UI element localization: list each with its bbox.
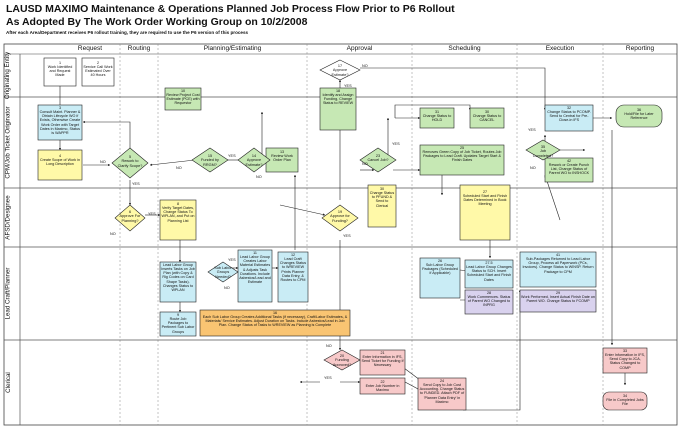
diagram-frame [3, 43, 678, 426]
label-yes: YES [392, 142, 400, 146]
phase-execution: Execution [545, 45, 575, 52]
phase-scheduling: Scheduling [448, 45, 481, 52]
node-11: 11 Lead Labor Group Creates Labor Materi… [239, 251, 271, 284]
node-2: 2 Service Call Work Estimated Over 40 Ho… [83, 61, 113, 78]
node-18: 18 Identify and Assign Funding, Change S… [322, 89, 354, 106]
node-lead-split: Lead Labor Group Inserts Tasks on Job Pl… [161, 263, 195, 292]
node-16: 16 Each Sub Labor Group Creates Addition… [202, 311, 348, 328]
node-31: 31 Change Status to HOLD [422, 110, 452, 123]
label-yes: YES [228, 258, 236, 262]
label-no: NO [256, 175, 262, 179]
node-14: 14 Approve Estimate? [245, 154, 263, 167]
node-12: 12 Lead Craft Changes Status to WREVIEW … [279, 253, 307, 282]
node-sub-labor-q: Sub Labor Groups Needed? [214, 266, 232, 278]
lane-lead-craft: Lead Craft/Planner [4, 267, 12, 320]
node-8: 8 Verify Target Dates, Change Status To … [161, 202, 195, 223]
node-24: 24 Send Copy to Job Cost Accounting. Cha… [419, 379, 465, 404]
label-yes: YES [344, 84, 352, 88]
node-35: 35 Job Completed? [532, 145, 554, 157]
node-29: 29 Work Performed, Insert Actual Finish … [521, 291, 595, 304]
phase-approval: Approval [346, 45, 373, 52]
phase-request: Request [77, 45, 103, 52]
node-36: 36 Hold/File for Later Reference [624, 108, 654, 121]
phase-reporting: Reporting [625, 45, 655, 52]
node-30: 30 Change Status to CANCEL [472, 110, 502, 123]
label-no: NO [326, 344, 332, 348]
label-no: NO [362, 64, 368, 68]
node-32: 32 Change Status to PCOMP. Send to Centr… [547, 106, 591, 123]
node-41: 41 Sub-Packages Returned to Lead Labor G… [522, 253, 594, 274]
node-25: 25 Removes Green Copy of Job Ticket, Rou… [422, 146, 502, 163]
node-5: 5 Rework to Clarify Scope? [117, 155, 143, 168]
node-33: 33 Enter Information in IFS, Send Copy t… [605, 349, 645, 370]
lane-clerical: Clerical [4, 372, 12, 393]
label-yes: YES [132, 182, 140, 186]
diagram-title-line2: As Adopted By The Work Order Working Gro… [6, 16, 308, 28]
label-no: NO [362, 162, 368, 166]
node-23: 23 Cancel Job? [367, 154, 389, 163]
node-1: 1 Work Identified and Request Made [47, 61, 73, 78]
node-19: 19 Approve for Funding? [330, 210, 350, 223]
node-22: 22 Enter Job Number in Maximo [365, 380, 400, 393]
node-27: 27 Scheduled Start and Finish Dates Dete… [462, 190, 508, 207]
node-3: 3 Consult Maint. Planner & Obtain Lifecy… [39, 106, 81, 135]
lane-separators [4, 54, 677, 425]
phase-routing: Routing [127, 45, 151, 52]
node-4: 4 Create Scope of Work in Long Descripti… [39, 154, 81, 167]
node-27-5: 27.5 Lead Labor Group Changes Status to … [466, 261, 512, 282]
diagram-header: LAUSD MAXIMO Maintenance & Operations Pl… [0, 0, 680, 44]
node-10: 10 Review Project Cost Estimate (PCE) wi… [166, 89, 200, 106]
label-no: NO [224, 286, 230, 290]
lane-afsd: AFSD/Designee [4, 195, 12, 240]
diagram-subtitle: After each Area/Department receives P6 r… [6, 30, 249, 35]
node-17: 17 Approve Estimate? [331, 64, 349, 76]
node-28: 28 Work Commences. Status of Parent WO C… [467, 291, 511, 308]
label-yes: YES [324, 376, 332, 380]
node-34: 34 File in Completed Jobs File [606, 394, 644, 407]
node-9: 9 Route Job Packages to Pertinent Sub La… [161, 313, 195, 334]
phase-planning: Planning/Estimating [203, 45, 262, 52]
node-20: 20 Funding Approved? [332, 354, 352, 366]
node-30b: 30 Change Status to PFUND & Send to Cler… [369, 187, 395, 208]
diagram-title: LAUSD MAXIMO Maintenance & Operations Pl… [6, 3, 455, 15]
label-yes: YES [148, 212, 156, 216]
label-yes: YES [343, 234, 351, 238]
label-yes: YES [228, 154, 236, 158]
label-yes: YES [528, 128, 536, 132]
node-13: 13 Review Work Order Plan [271, 150, 293, 163]
node-26: 26 Sub Labor Group Packages (Scheduled i… [422, 259, 458, 276]
node-42: 42 Rework or Create Punch List, Change S… [548, 159, 590, 176]
node-15: 15 Funded by RRGM? [201, 154, 219, 167]
lane-cpm: CPM/Job Ticket Originator [4, 106, 12, 179]
node-6: 6 Approve For Planning? [119, 210, 141, 223]
label-no: NO [530, 166, 536, 170]
label-no: NO [176, 166, 182, 170]
shape-layer [37, 57, 663, 411]
label-no: NO [110, 232, 116, 236]
label-no: NO [100, 160, 106, 164]
node-21: 21 Enter Information in IFS, Send Ticket… [361, 351, 404, 368]
lane-originating: Originating Entity [4, 51, 12, 100]
